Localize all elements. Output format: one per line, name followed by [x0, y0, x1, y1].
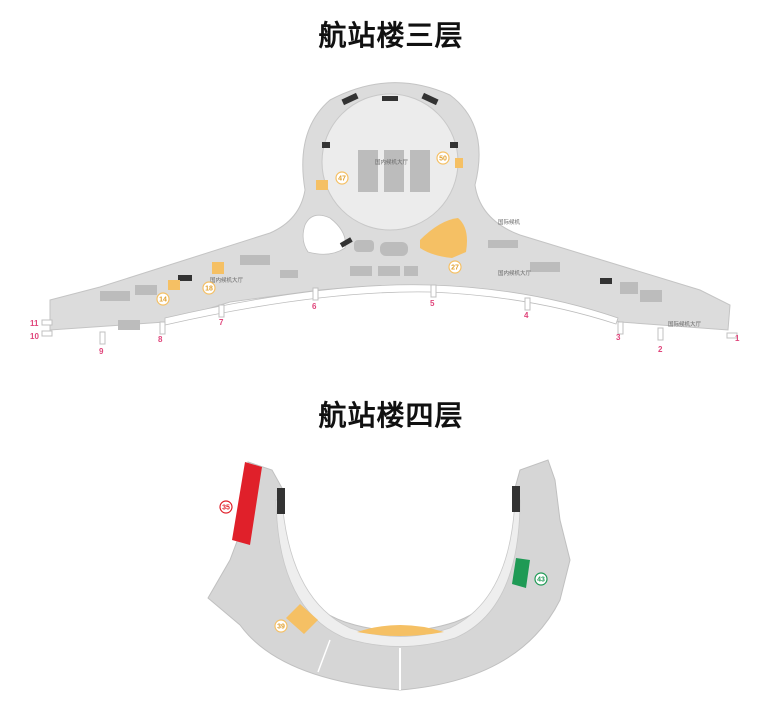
marker-27[interactable]: 27 — [448, 260, 462, 274]
area-label-intl-right: 国际候机大厅 — [668, 320, 702, 328]
gate-label-9: 9 — [99, 347, 104, 356]
floor-3-blocks — [100, 150, 662, 330]
marker-35[interactable]: 35 — [219, 500, 233, 514]
floor-4-map: 35 39 43 — [207, 459, 571, 691]
floor-4-red-zone — [232, 462, 262, 545]
gate-label-7: 7 — [219, 318, 224, 327]
svg-text:39: 39 — [277, 624, 285, 631]
marker-50[interactable]: 50 — [436, 151, 450, 165]
floor-3-map: 1 2 3 4 5 6 7 8 9 10 11 国内候机大厅 国内候机大厅 国内… — [30, 82, 740, 356]
floor-3-title: 航站楼三层 — [318, 19, 464, 52]
marker-14[interactable]: 14 — [156, 292, 170, 306]
gate-label-1: 1 — [735, 334, 740, 343]
area-label-upper-right: 国际候机 — [498, 218, 521, 226]
floor-4-yellow-arc — [357, 625, 444, 636]
gate-label-8: 8 — [158, 335, 163, 344]
floor-4-bridges — [277, 486, 520, 514]
floor-3-highlights — [168, 158, 467, 290]
svg-text:50: 50 — [439, 156, 447, 163]
svg-text:14: 14 — [159, 297, 167, 304]
gate-label-4: 4 — [524, 311, 529, 320]
gate-label-2: 2 — [658, 345, 663, 354]
marker-47[interactable]: 47 — [335, 171, 349, 185]
gate-label-5: 5 — [430, 299, 435, 308]
gate-label-6: 6 — [312, 302, 317, 311]
gate-label-11: 11 — [30, 319, 39, 328]
floor-4-green-zone — [512, 558, 530, 588]
svg-text:27: 27 — [451, 265, 459, 272]
svg-text:47: 47 — [338, 176, 346, 183]
svg-text:43: 43 — [537, 577, 545, 584]
marker-39[interactable]: 39 — [274, 619, 288, 633]
floor-4-title: 航站楼四层 — [318, 399, 464, 432]
gate-label-3: 3 — [616, 333, 621, 342]
marker-18[interactable]: 18 — [202, 281, 216, 295]
svg-text:18: 18 — [205, 286, 213, 293]
area-label-domestic-right: 国内候机大厅 — [498, 269, 532, 277]
floor-3-gate-stubs — [41, 284, 738, 345]
gate-label-10: 10 — [30, 332, 39, 341]
marker-43[interactable]: 43 — [534, 572, 548, 586]
area-label-domestic-left: 国内候机大厅 — [210, 276, 244, 284]
area-label-domestic-center: 国内候机大厅 — [375, 158, 409, 166]
svg-text:35: 35 — [222, 505, 230, 512]
floor-4-yellow-zone — [286, 604, 318, 634]
